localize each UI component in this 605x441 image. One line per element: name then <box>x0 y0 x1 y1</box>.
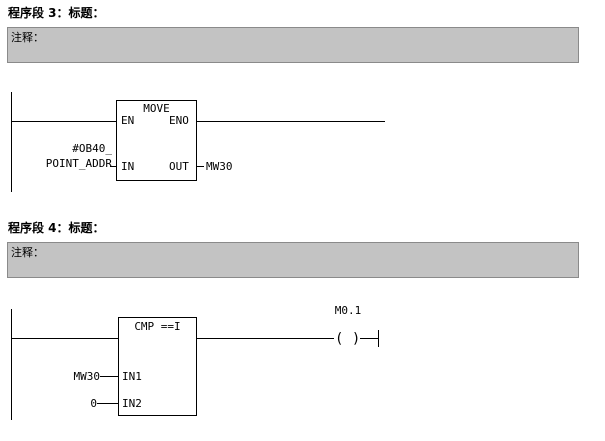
pin-label-in: IN <box>121 160 135 173</box>
coil-wire-end <box>360 338 378 339</box>
rung-wire <box>11 121 116 122</box>
pin-label-in1: IN1 <box>122 370 142 383</box>
pin-label-eno: ENO <box>169 114 189 127</box>
input-operand-line2[interactable]: POINT_ADDR <box>45 157 112 170</box>
out-pin-stub-wire <box>197 166 204 167</box>
power-rail-left <box>11 92 12 192</box>
power-rail-left <box>11 309 12 420</box>
in-pin-stub-wire <box>110 166 116 167</box>
cmp-block-title: CMP ==I <box>134 320 181 333</box>
coil-operand[interactable]: M0.1 <box>334 304 362 317</box>
pin-label-in2: IN2 <box>122 397 142 410</box>
network-3-title[interactable]: 程序段 3：标题： <box>8 6 105 20</box>
in1-pin-stub-wire <box>100 376 118 377</box>
rung-wire <box>11 338 118 339</box>
move-block[interactable] <box>116 100 197 181</box>
coil-symbol[interactable]: ( ) <box>335 331 361 347</box>
cmp-block[interactable] <box>118 317 197 416</box>
in1-operand[interactable]: MW30 <box>73 370 101 383</box>
network-3-comment-box[interactable]: 注释： <box>7 27 579 63</box>
network-4-title[interactable]: 程序段 4：标题： <box>8 221 105 235</box>
pin-label-en: EN <box>121 114 135 127</box>
power-rail-right <box>378 330 379 347</box>
coil-wire <box>197 338 334 339</box>
input-operand-line1[interactable]: #OB40_ <box>72 142 112 155</box>
output-operand[interactable]: MW30 <box>206 160 233 173</box>
in2-operand[interactable]: 0 <box>90 397 97 410</box>
network-4-comment-box[interactable]: 注释： <box>7 242 579 278</box>
pin-label-out: OUT <box>169 160 189 173</box>
in2-pin-stub-wire <box>97 403 118 404</box>
eno-wire <box>197 121 385 122</box>
move-block-title: MOVE <box>143 102 170 115</box>
